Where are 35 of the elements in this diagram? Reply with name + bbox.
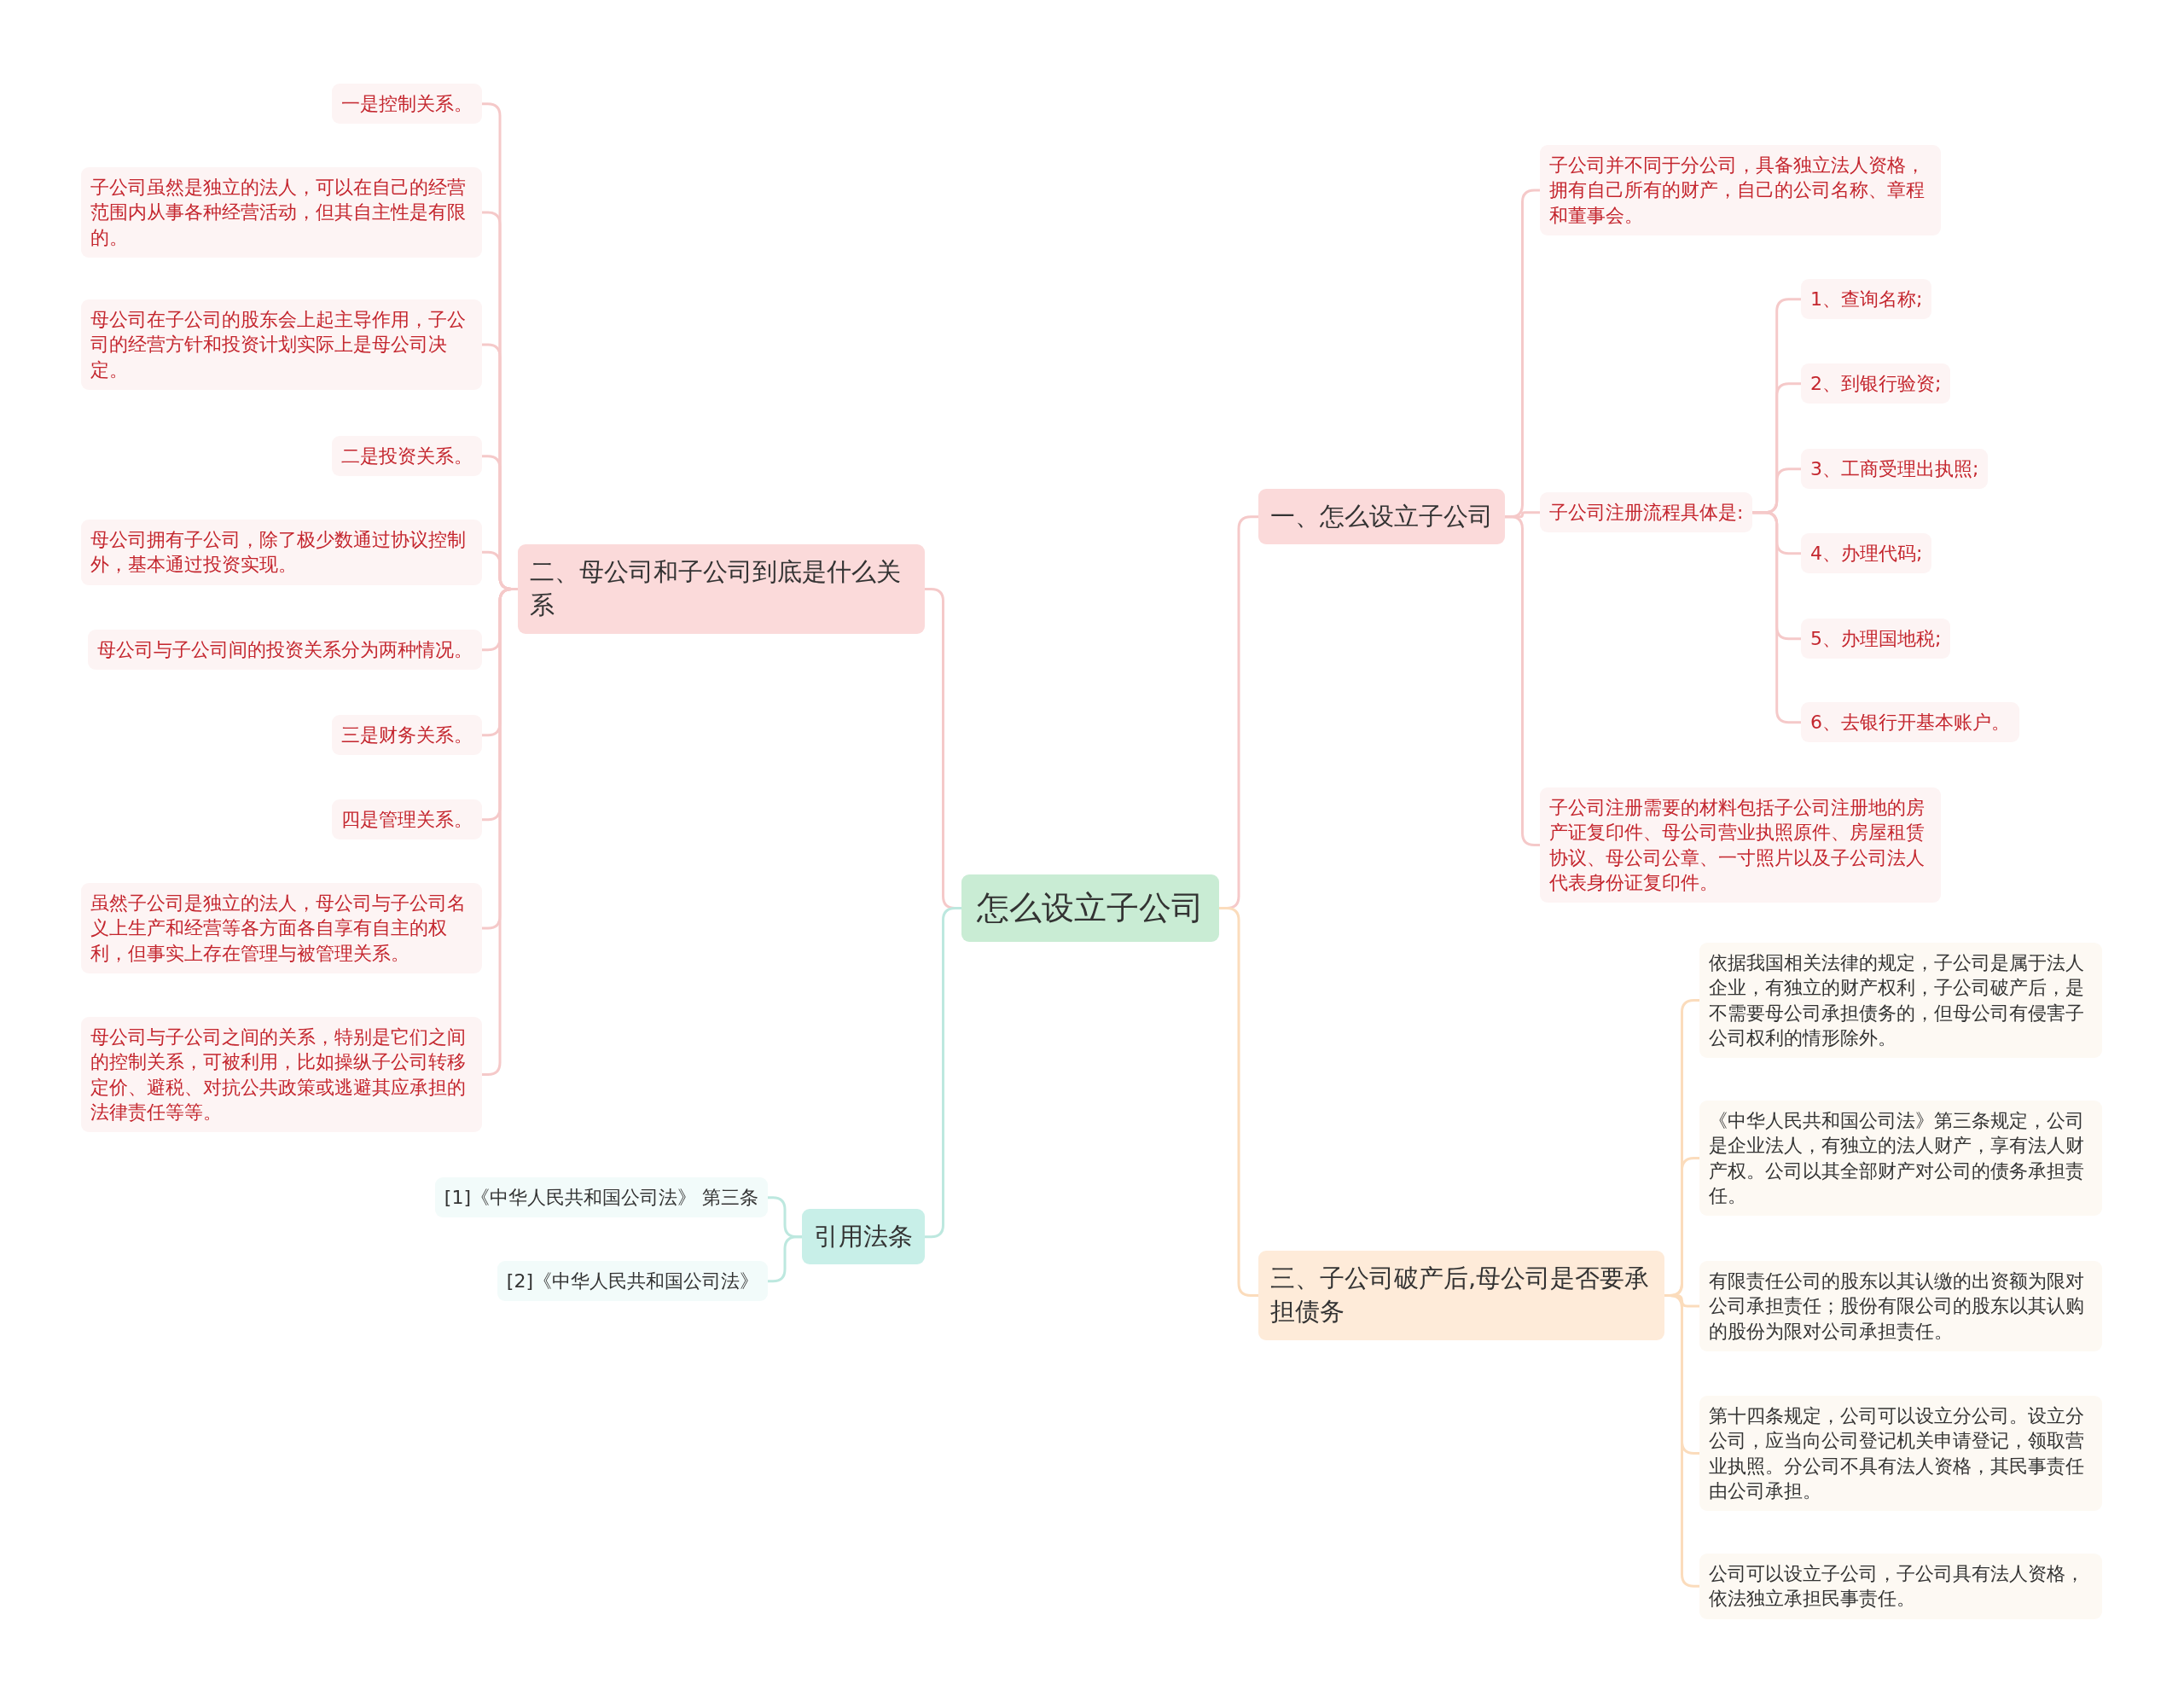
connector-line [925,907,961,1239]
subtopic-box: 第十四条规定，公司可以设立分公司。设立分公司，应当向公司登记机关申请登记，领取营业执照。分公司不具有法人资格，其民事责任由公司承担。 [1699,1396,2102,1511]
subtopic-box: 2、到银行验资; [1801,363,1951,404]
subtopic-box: [1]《中华人民共和国公司法》 第三条 [434,1177,768,1218]
subtopic-box: 《中华人民共和国公司法》第三条规定，公司是企业法人，有独立的法人财产，享有法人财产权。公司以其全部财产对公司的债务承担责任。 [1699,1101,2102,1216]
subtopic-box: 母公司拥有子公司，除了极少数通过协议控制外，基本通过投资实现。 [81,520,482,585]
subtopic-box: 二是投资关系。 [332,436,482,477]
connector-line [1219,907,1258,1297]
subtopic-box: 1、查询名称; [1801,279,1932,320]
subtopic-box: 母公司与子公司间的投资关系分为两种情况。 [88,630,482,671]
subtopic-box: 5、办理国地税; [1801,619,1951,659]
central-topic-box: 怎么设立子公司 [961,874,1219,942]
subtopic-box: 子公司注册流程具体是: [1540,492,1753,533]
subtopic-box: 子公司注册需要的材料包括子公司注册地的房产证复印件、母公司营业执照原件、房屋租赁协议、母公司公章、一寸照片以及子公司法人代表身份证复印件。 [1540,787,1941,903]
subtopic-box: 3、工商受理出执照; [1801,449,1989,490]
branch-topic-box: 引用法条 [802,1209,925,1265]
subtopic-box: 母公司与子公司之间的关系，特别是它们之间的控制关系，可被利用，比如操纵子公司转移定价、避税、对抗公共政策或逃避其应承担的法律责任等等。 [81,1017,482,1132]
subtopic-box: 四是管理关系。 [332,799,482,840]
subtopic-box: [2]《中华人民共和国公司法》 [497,1261,768,1302]
branch-topic-box: 三、子公司破产后,母公司是否要承担债务 [1258,1251,1664,1340]
connector-line [1664,1293,1699,1588]
branch-topic-box: 一、怎么设立子公司 [1258,489,1505,545]
subtopic-box: 4、办理代码; [1801,533,1932,574]
subtopic-box: 6、去银行开基本账户。 [1801,702,2019,743]
subtopic-box: 依据我国相关法律的规定，子公司是属于法人企业，有独立的财产权利，子公司破产后，是不需要母公司承担债务的，但母公司有侵害子公司权利的情形除外。 [1699,943,2102,1058]
subtopic-box: 子公司虽然是独立的法人，可以在自己的经营范围内从事各种经营活动，但其自主性是有限的。 [81,167,482,258]
subtopic-box: 公司可以设立子公司，子公司具有法人资格，依法独立承担民事责任。 [1699,1554,2102,1619]
connector-line [1505,515,1540,846]
subtopic-box: 三是财务关系。 [332,715,482,756]
subtopic-box: 一是控制关系。 [332,84,482,125]
subtopic-box: 母公司在子公司的股东会上起主导作用，子公司的经营方针和投资计划实际上是母公司决定。 [81,299,482,390]
subtopic-box: 子公司并不同于分公司，具备独立法人资格，拥有自己所有的财产，自己的公司名称、章程和董事会。 [1540,145,1941,235]
subtopic-box: 虽然子公司是独立的法人，母公司与子公司名义上生产和经营等各方面各自享有自主的权利，但事实上存在管理与被管理关系。 [81,883,482,973]
branch-topic-box: 二、母公司和子公司到底是什么关系 [518,544,925,634]
subtopic-box: 有限责任公司的股东以其认缴的出资额为限对公司承担责任；股份有限公司的股东以其认购的股份为限对公司承担责任。 [1699,1261,2102,1351]
